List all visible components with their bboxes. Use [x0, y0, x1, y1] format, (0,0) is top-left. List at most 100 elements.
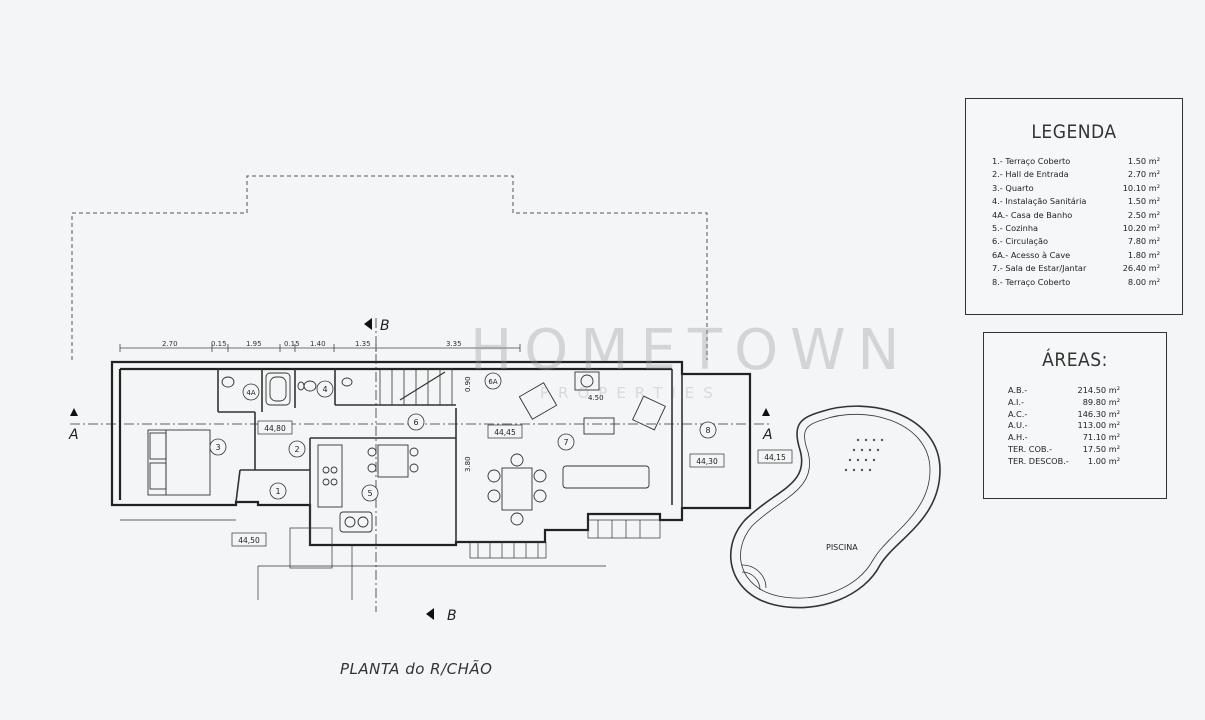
section-a-left-label: A: [68, 427, 79, 443]
legend-area: 26.40 m²: [1122, 263, 1160, 274]
inner-dim-450: 4.50: [588, 394, 604, 402]
areas-value: 89.80 m²: [1082, 396, 1120, 407]
legend-label: 8.- Terraço Coberto: [992, 276, 1071, 287]
areas-value: 71.10 m²: [1082, 432, 1120, 443]
level-44-30: 44,30: [696, 457, 718, 466]
legend-area: 8.00 m²: [1127, 276, 1160, 287]
areas-row: A.U.- 113.00 m²: [984, 420, 1166, 432]
legend-row: 1.- Terraço Coberto 1.50 m²: [966, 155, 1182, 168]
roof-outline-dashed: [71, 175, 708, 360]
areas-value: 17.50 m²: [1082, 443, 1120, 454]
legend-row: 4.- Instalação Sanitária 1.50 m²: [966, 195, 1182, 208]
dim-label-7: 3.35: [446, 340, 462, 348]
legend-label: 7.- Sala de Estar/Jantar: [992, 263, 1087, 274]
legend-label: 5.- Cozinha: [992, 223, 1039, 234]
level-boxes: [231, 420, 793, 547]
swimming-pool: PISCINA: [729, 405, 941, 609]
areas-list: A.B.- 214.50 m² A.I.- 89.80 m² A.C.- 146.30…: [984, 385, 1166, 468]
section-arrow-a-right: [762, 408, 770, 416]
areas-label: A.I.-: [1008, 396, 1025, 407]
areas-label: A.H.-: [1008, 432, 1028, 443]
areas-row: TER. COB.- 17.50 m²: [984, 444, 1166, 456]
level-44-15: 44,15: [764, 453, 786, 462]
legend-row: 3.- Quarto 10.10 m²: [966, 182, 1182, 195]
areas-row: A.I.- 89.80 m²: [984, 397, 1166, 409]
areas-value: 214.50 m²: [1077, 385, 1120, 395]
areas-label: TER. DESCOB.-: [1008, 455, 1069, 466]
areas-value: 1.00 m²: [1087, 455, 1120, 466]
level-44-80: 44,80: [264, 424, 286, 433]
legend-row: 7.- Sala de Estar/Jantar 26.40 m²: [966, 262, 1182, 275]
room-number-6a: 6A: [488, 378, 497, 386]
watermark-brand: HOMETOWN: [470, 318, 912, 383]
pool-label: PISCINA: [826, 543, 858, 552]
dim-label-6: 1.35: [355, 340, 371, 348]
areas-row: A.H.- 71.10 m²: [984, 432, 1166, 444]
dim-label-1: 2.70: [162, 340, 178, 348]
inner-dim-090: 0.90: [464, 376, 472, 392]
section-arrow-b-top: [364, 318, 372, 330]
legend-title: LEGENDA: [1031, 121, 1117, 143]
inner-dim-380: 3.80: [464, 456, 472, 472]
legend-label: 1.- Terraço Coberto: [992, 156, 1071, 166]
legend-area: 7.80 m²: [1127, 236, 1160, 247]
areas-title: ÁREAS:: [1042, 349, 1108, 371]
section-b-bottom-label: B: [447, 608, 457, 624]
areas-label: A.U.-: [1008, 420, 1028, 431]
watermark-sub: PROPERTIES: [540, 384, 722, 402]
room-number-6: 6: [413, 418, 418, 427]
room-number-8: 8: [705, 426, 710, 435]
section-b-top-label: B: [380, 318, 390, 334]
level-44-45: 44,45: [494, 428, 516, 437]
room-number-5: 5: [367, 489, 372, 498]
legend-label: 4.- Instalação Sanitária: [992, 196, 1087, 207]
room-number-1: 1: [275, 487, 280, 496]
bed: [147, 429, 211, 496]
areas-value: 146.30 m²: [1077, 408, 1120, 419]
section-arrow-b-bottom: [426, 608, 434, 620]
areas-label: TER. COB.-: [1008, 443, 1053, 454]
legend-label: 6A.- Acesso à Cave: [992, 249, 1071, 260]
legend-row: 2.- Hall de Entrada 2.70 m²: [966, 168, 1182, 181]
legend-list: 1.- Terraço Coberto 1.50 m² 2.- Hall de E…: [966, 155, 1182, 289]
areas-row: A.B.- 214.50 m²: [984, 385, 1166, 397]
dim-label-5: 1.40: [310, 340, 326, 348]
legend-area: 2.70 m²: [1127, 169, 1160, 180]
areas-value: 113.00 m²: [1077, 420, 1120, 431]
areas-label: A.C.-: [1008, 408, 1028, 419]
legend-row: 6.- Circulação 7.80 m²: [966, 235, 1182, 248]
dim-label-3: 1.95: [246, 340, 262, 348]
areas-row: TER. DESCOB.- 1.00 m²: [984, 456, 1166, 468]
areas-row: A.C.- 146.30 m²: [984, 409, 1166, 421]
legend-panel: LEGENDA 1.- Terraço Coberto 1.50 m² 2.- H…: [965, 98, 1183, 315]
areas-label: A.B.-: [1008, 385, 1028, 395]
legend-area: 10.10 m²: [1122, 182, 1160, 193]
room-number-3: 3: [215, 443, 220, 452]
section-arrow-a-left: [70, 408, 78, 416]
dim-label-2: 0.15: [211, 340, 227, 348]
room-number-7: 7: [563, 438, 568, 447]
areas-panel: ÁREAS: A.B.- 214.50 m² A.I.- 89.80 m² A.C.…: [983, 332, 1167, 499]
level-44-50: 44,50: [238, 536, 260, 545]
legend-area: 1.50 m²: [1127, 196, 1160, 207]
legend-label: 2.- Hall de Entrada: [992, 169, 1069, 180]
legend-area: 1.50 m²: [1127, 156, 1160, 166]
balustrades: [120, 519, 661, 600]
kitchen-fixtures: [317, 444, 419, 533]
dim-label-4: 0.15: [284, 340, 300, 348]
stairs: [379, 368, 453, 406]
legend-row: 5.- Cozinha 10.20 m²: [966, 222, 1182, 235]
plan-title: PLANTA do R/CHÃO: [340, 660, 493, 678]
legend-area: 10.20 m²: [1122, 223, 1160, 234]
legend-label: 6.- Circulação: [992, 236, 1049, 247]
legend-row: 8.- Terraço Coberto 8.00 m²: [966, 276, 1182, 289]
legend-label: 4A.- Casa de Banho: [992, 209, 1073, 220]
room-markers: [209, 372, 717, 502]
sanitary-fixtures: [221, 372, 353, 406]
legend-label: 3.- Quarto: [992, 182, 1034, 193]
room-number-4a: 4A: [246, 389, 255, 397]
living-furniture: [487, 371, 666, 526]
